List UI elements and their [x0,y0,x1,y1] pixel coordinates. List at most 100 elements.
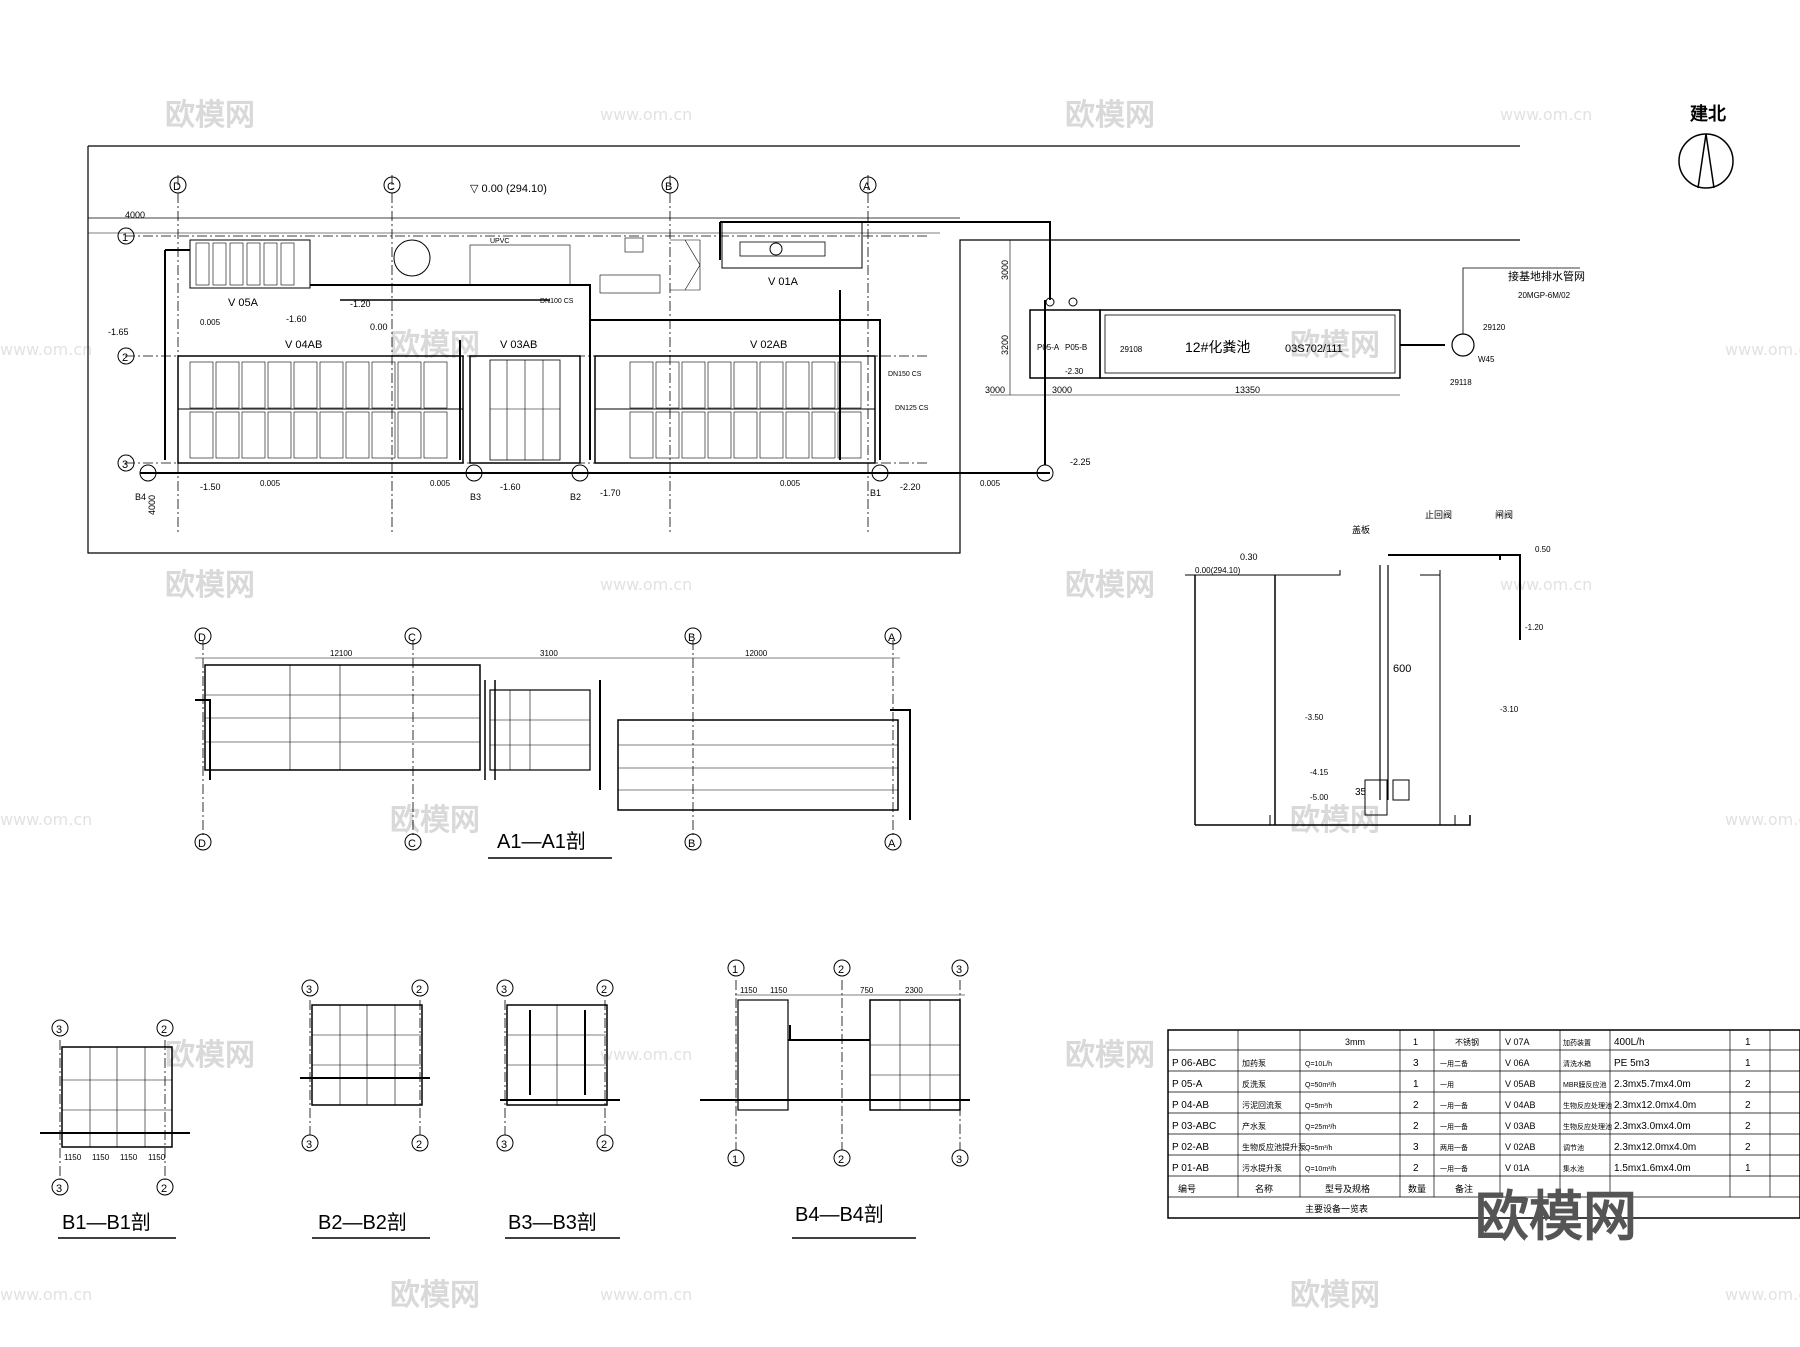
table-cell-spec: Q=50m³/h [1305,1082,1336,1089]
b4-axis-label: 1 [732,1154,738,1166]
table-top-qty: 1 [1413,1037,1418,1047]
north-arrow: 建北 [1678,103,1734,189]
tank-panel [629,411,654,459]
tank-panel [811,361,836,409]
section-marker: B3 [470,492,481,502]
equip-v03ab: V 03AB [500,339,537,351]
section-b1: 3 2 3 2 1150 1150 1150 1150 B1—B1剖 [40,1019,190,1239]
pit-label: 盖板 [1352,524,1370,535]
b3-axis-label: 2 [601,984,607,996]
b2-axis-label: 3 [306,984,312,996]
table-cell-name: 加药泵 [1242,1058,1266,1068]
section-b3-title: B3—B3剖 [508,1211,597,1234]
v04ab-grid [189,361,448,459]
table-header-cell: 数量 [1408,1183,1426,1194]
table-cell-name: 集水池 [1563,1164,1584,1173]
section-marker: B1 [870,488,881,498]
pit-level: 0.00(294.10) [1195,566,1241,575]
pit-level: -3.50 [1305,713,1324,722]
tank-panel [293,361,318,409]
table-cell-name: 清洗水箱 [1563,1059,1591,1068]
tank-panel [733,411,758,459]
table-cell-name: 生物反应处理池 [1563,1101,1612,1110]
section-marker: B2 [570,492,581,502]
table-cell-name: 调节池 [1563,1143,1584,1152]
north-label: 建北 [1690,103,1726,124]
level-label: -1.20 [350,299,371,309]
level-label: -2.20 [900,482,921,492]
b2-axis-label: 2 [416,984,422,996]
level-label: -1.50 [200,482,221,492]
level-label: -1.65 [108,327,129,337]
v02ab-grid [629,361,862,459]
pipe-label: DN150 CS [888,371,922,378]
pit-dim: 600 [1393,663,1411,675]
table-cell-qty: 1 [1413,1079,1419,1090]
membrane-racks [195,242,295,286]
table-cell-qty: 1 [1745,1058,1751,1069]
tank-panel [759,411,784,459]
slope-label: 0.005 [780,479,801,488]
table-cell-code: V 05AB [1505,1079,1536,1089]
table-cell-qty: 1 [1745,1037,1751,1048]
table-header-cell: 备注 [1455,1183,1473,1194]
b4-dim: 750 [860,986,874,995]
table-cell-spec: PE 5m3 [1614,1058,1650,1069]
watermark-url: www.om.cn [1500,105,1592,124]
tank-panel [241,361,266,409]
tank-panel [707,411,732,459]
table-cell-name: 污水提升泵 [1242,1163,1282,1173]
b1-dim: 1150 [64,1153,82,1162]
tank-panel [397,411,422,459]
table-cell-qty: 1 [1745,1163,1751,1174]
table-cell-qty: 2 [1745,1121,1751,1132]
site-plan: D C B A 1 2 3 ▽ 0.00 (294.10) 4000 4000 … [87,145,1520,554]
b1-dim: 1150 [92,1153,110,1162]
watermark-text: 欧模网 [1290,328,1380,363]
b1-axis-label: 3 [56,1183,62,1195]
row-2-label: 2 [122,352,128,364]
b4-axis-label: 1 [732,964,738,976]
tank-panel [837,361,862,409]
b1-axis-label: 2 [161,1024,167,1036]
tank-panel [733,361,758,409]
tank-panel [423,411,448,459]
tank-panel [267,361,292,409]
watermark-text: 欧模网 [1290,1278,1380,1313]
tank-panel [397,361,422,409]
table-header-cell: 型号及规格 [1325,1183,1370,1194]
b3-axis-label: 2 [601,1139,607,1151]
septic-tank-level: -2.30 [1065,367,1084,376]
level-label: -1.60 [286,314,307,324]
tank-panel [189,411,214,459]
tank-panel [319,361,344,409]
manhole-label: W45 [1478,355,1495,364]
section-b1-title: B1—B1剖 [62,1211,151,1234]
table-cell-spec: 2.3mx3.0mx4.0m [1614,1121,1691,1132]
b3-axis-label: 3 [501,984,507,996]
watermark-url: www.om.cn [1500,575,1592,594]
tank-dim: 3200 [1000,335,1010,355]
pump-pit-section: 盖板 止回阀 闸阀 0.30 0.00(294.10) 0.50 -1.20 -… [1185,509,1551,826]
table-cell-name: 反洗泵 [1242,1079,1266,1089]
table-cell-code: V 03AB [1505,1121,1536,1131]
b4-dim: 1150 [740,986,758,995]
a1-axis-label: D [198,838,206,850]
section-b4-title: B4—B4剖 [795,1203,884,1226]
table-cell-code: V 04AB [1505,1100,1536,1110]
pipe-label: DN125 CS [895,405,929,412]
tank-panel [423,361,448,409]
tank-panel [293,411,318,459]
b4-axis-label: 2 [838,964,844,976]
tank-panel [759,361,784,409]
septic-tank-level: 29108 [1120,345,1143,354]
equip-v05a: V 05A [228,297,259,309]
tank-panel [837,411,862,459]
watermark-text: 欧模网 [165,98,255,133]
watermark-url: www.om.cn [1725,340,1800,359]
pit-level: -3.10 [1500,705,1519,714]
b1-dim: 1150 [148,1153,166,1162]
b4-axis-label: 3 [956,964,962,976]
watermark-url: www.om.cn [600,1285,692,1304]
